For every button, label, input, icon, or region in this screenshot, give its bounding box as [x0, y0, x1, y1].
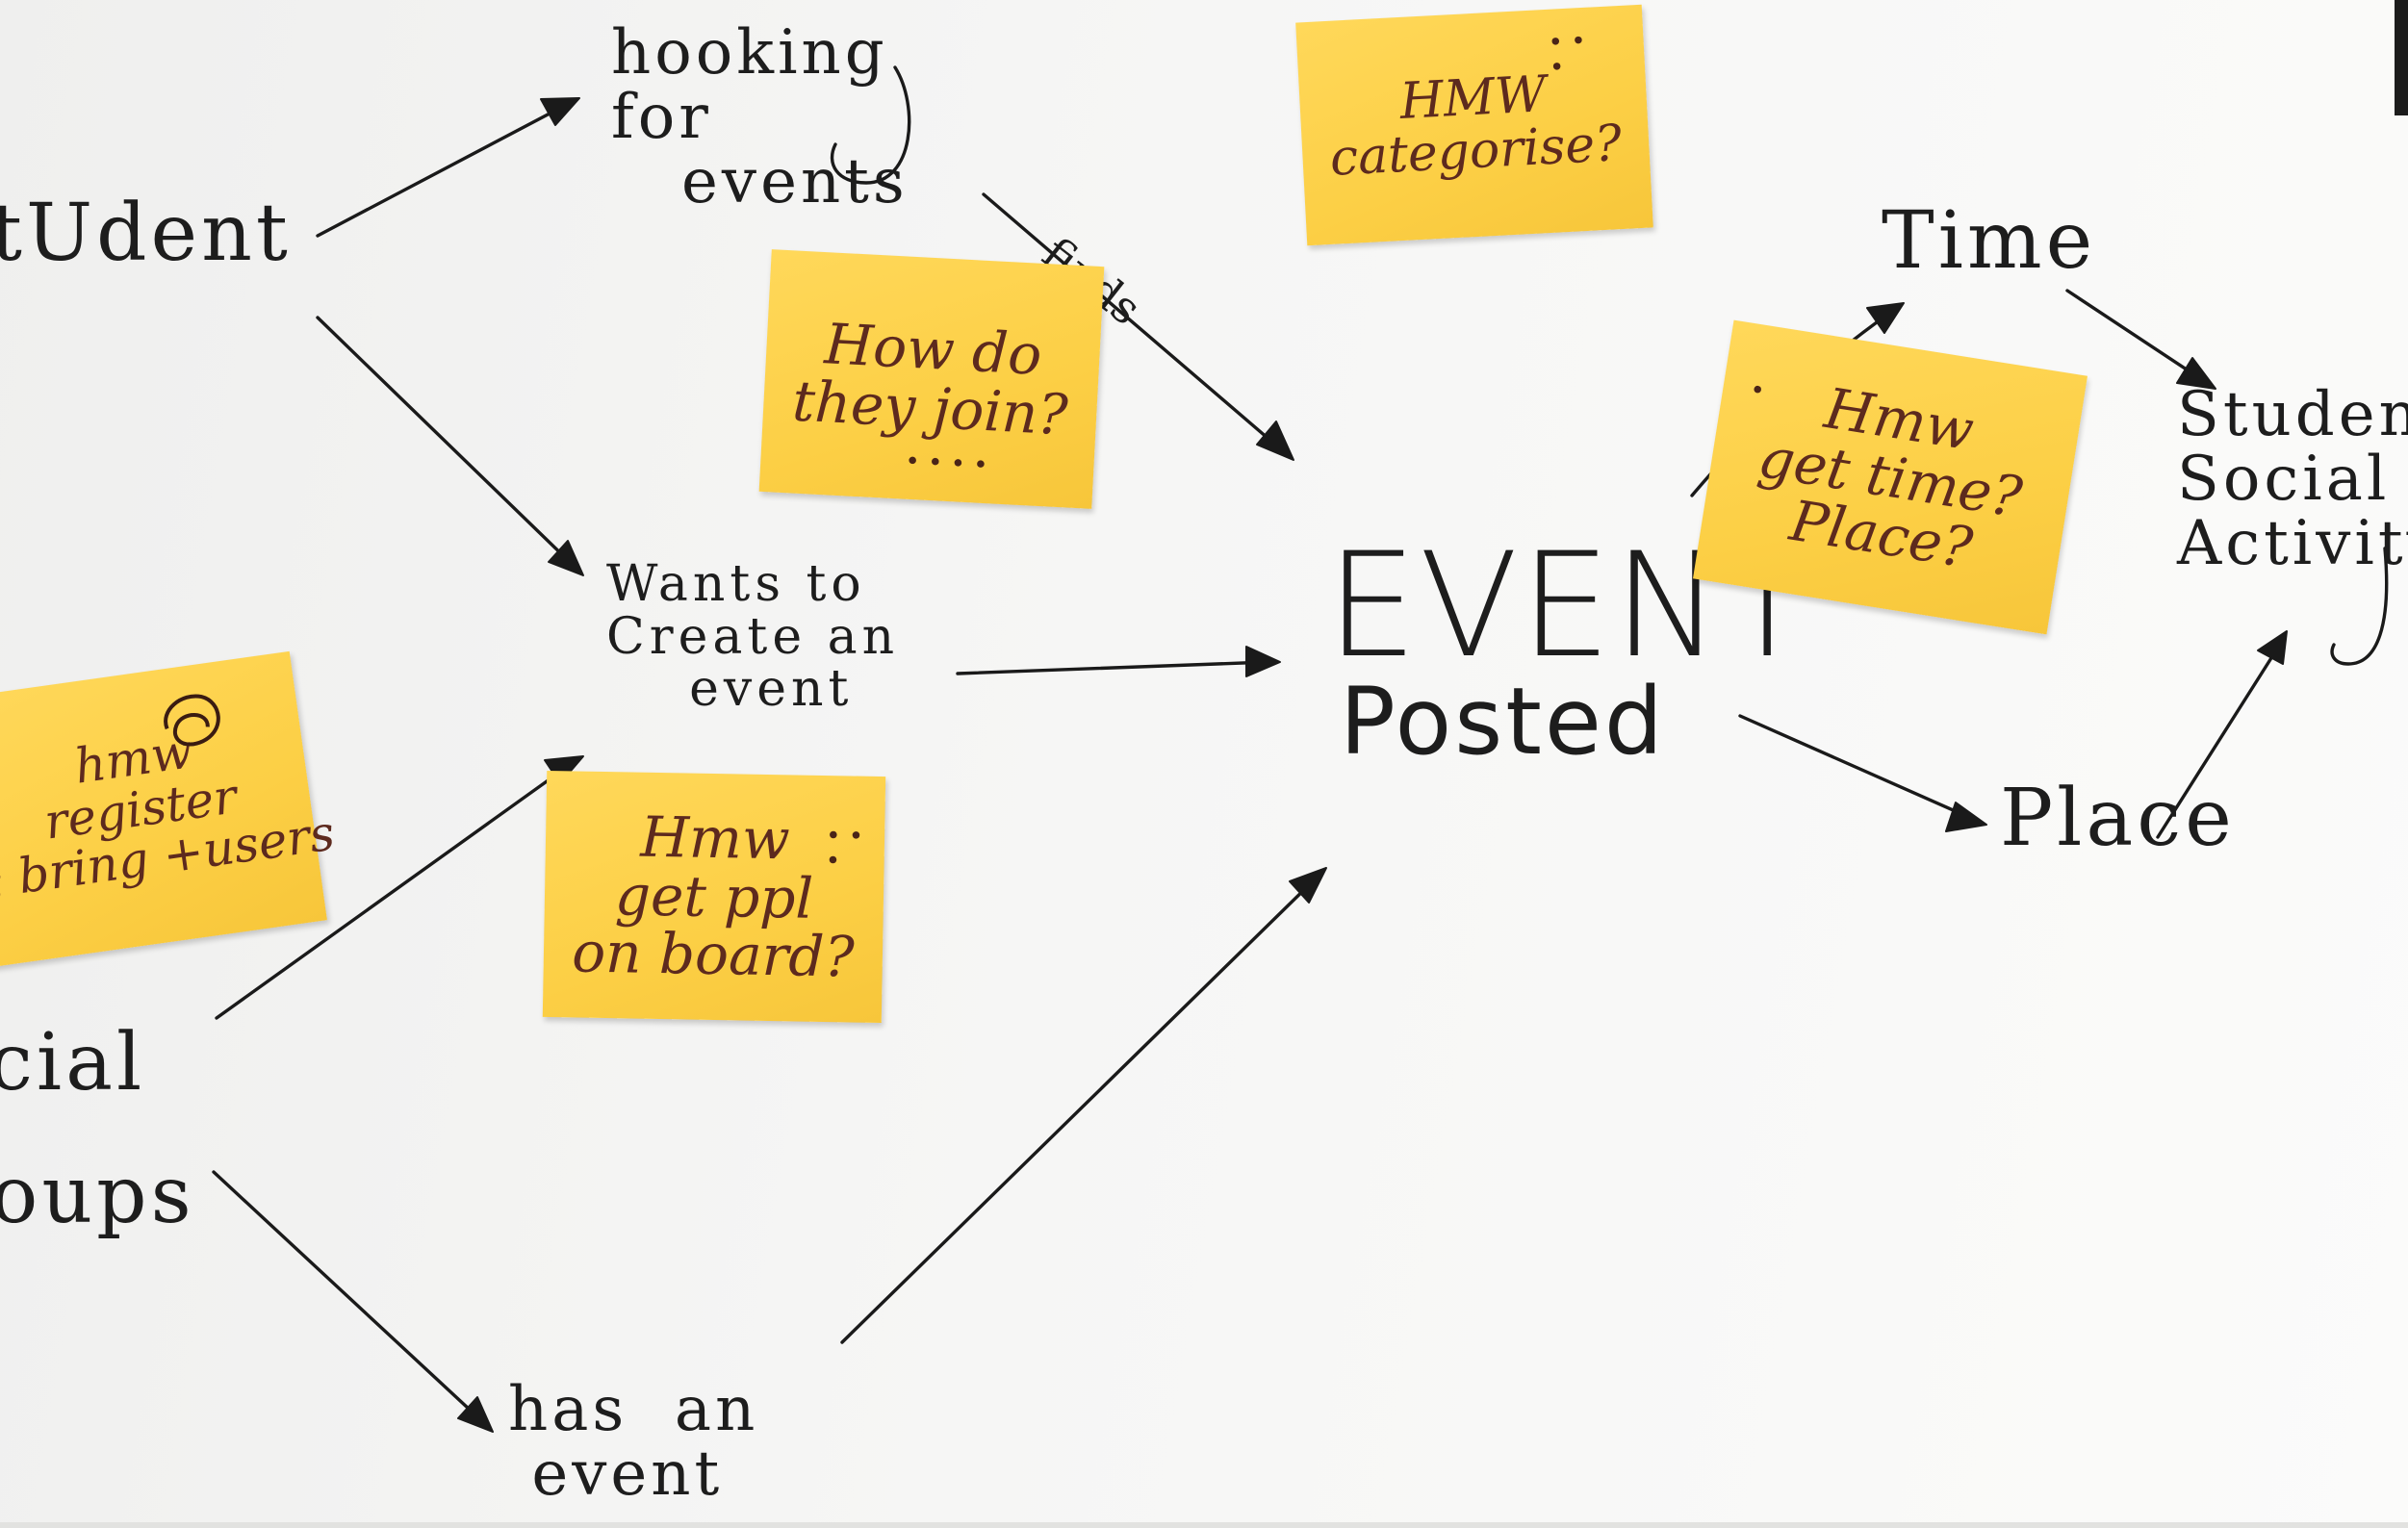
sticky-hmw-categorise-text: HMW categorise?: [1328, 65, 1624, 188]
sticky-how-do-they-join: How do they join? • • • •: [758, 249, 1105, 509]
arrow-wants-to-create-to-event: [956, 646, 1281, 677]
node-social: cial: [0, 1017, 146, 1108]
node-wants-to-create-event: Wants to Create an event: [606, 555, 900, 719]
arrow-student-to-wants-to-create: [316, 316, 584, 576]
sticky-hmw-get-ppl-text: Hmw get ppl on board?: [571, 803, 856, 990]
sticky-hmw-get-time-place-text: Hmw get time? Place?: [1754, 374, 2027, 582]
arrow-place-to-activity: [2156, 630, 2288, 839]
hook-squiggle-activity: [2330, 547, 2389, 666]
node-time: Time: [1882, 195, 2097, 287]
sticky-dots: • • • •: [904, 446, 989, 481]
sticky-hmw-categorise: HMW categorise? • • •: [1295, 4, 1653, 246]
node-place: Place: [2000, 773, 2236, 864]
arrow-student-to-looking: [316, 97, 580, 238]
sticky-hmw-get-time-place: Hmw get time? Place? •: [1693, 319, 2088, 635]
arrow-has-event-to-event: [840, 867, 1327, 1344]
board-edge: [2395, 0, 2408, 115]
board-bottom-edge: [0, 1522, 2408, 1528]
sticky-dots: • • •: [1547, 26, 1587, 83]
node-student-social-activity: Student Social Activity: [2177, 379, 2408, 580]
hook-squiggle-looking: [830, 65, 911, 185]
arrow-event-to-place: [1738, 714, 1987, 832]
sticky-how-do-they-join-text: How do they join?: [790, 311, 1070, 448]
node-posted: Posted: [1340, 668, 1666, 776]
sticky-dots: • • •: [825, 822, 864, 877]
arrow-time-to-activity: [2065, 289, 2216, 390]
sticky-dots: •: [1748, 375, 1767, 407]
arrow-groups-to-has-event: [212, 1170, 494, 1433]
sticky-hmw-register: hmw register & bring +users: [0, 650, 338, 968]
sticky-hmw-get-ppl: Hmw get ppl on board? • • •: [542, 770, 886, 1024]
node-student: tUdent: [0, 188, 292, 279]
arrow-looking-to-event: [982, 192, 1294, 461]
node-groups: oups: [0, 1150, 195, 1241]
node-looking-for-events: hooking for events: [611, 17, 909, 218]
node-has-an-event: has an event: [508, 1374, 759, 1511]
scribble-doodle: [164, 694, 220, 747]
